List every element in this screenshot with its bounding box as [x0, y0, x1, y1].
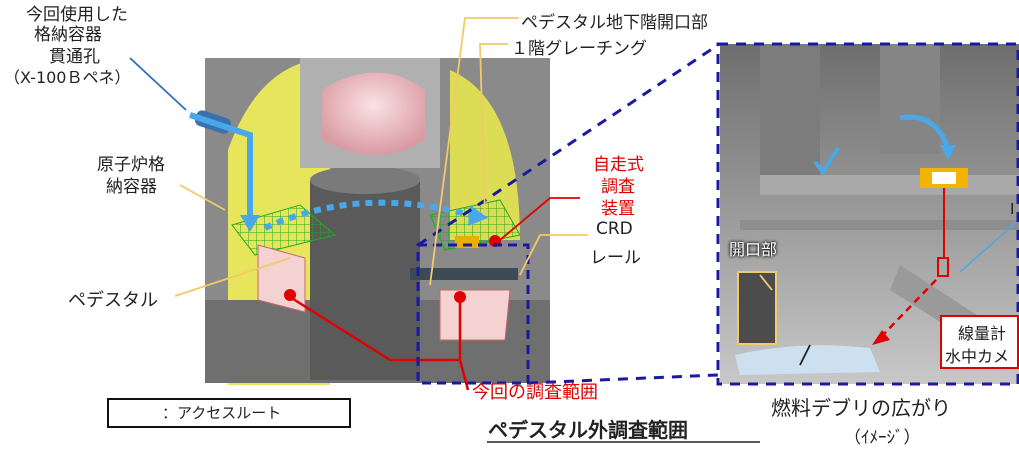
outside-scope-title: ペデスタル外調査範囲: [488, 418, 688, 442]
pcv-label-2: 納容器: [106, 177, 157, 197]
crd-label-2: レール: [590, 248, 641, 268]
inset-partial-label: I: [1010, 200, 1015, 218]
dosimeter-label-1: 線量計: [958, 324, 1007, 343]
penetration-label-2: 格納容器: [34, 25, 102, 45]
pedestal-label: ペデスタル: [68, 290, 158, 311]
image-note-label: （ｲﾒｰｼﾞ）: [844, 428, 921, 448]
legend-box: [107, 398, 351, 428]
rpv-vessel: [322, 72, 425, 155]
dosimeter-label-box: [940, 315, 1019, 369]
opening-frame: [737, 271, 777, 345]
dosimeter-label-2: 水中カメ: [945, 347, 1010, 366]
debris-spread: [735, 345, 880, 375]
grating-label: １階グレーチング: [511, 39, 647, 59]
robot-label-3: 装置: [601, 199, 635, 219]
robot-label-1: 自走式: [593, 155, 644, 175]
pedestal-opening-label: ペデスタル地下階開口部: [521, 13, 708, 33]
pedestal-cylinder: [310, 180, 420, 380]
survey-scope-line: [289, 295, 462, 362]
crd-rail: [410, 268, 518, 280]
penetration-label-4: （X-100Ｂペネ）: [4, 68, 131, 87]
legend-text: ：アクセスルート: [162, 404, 282, 422]
robot-label-2: 調査: [601, 177, 635, 197]
crd-label-1: CRD: [596, 219, 633, 239]
survey-scope-label: 今回の調査範囲: [472, 382, 598, 403]
dosimeter-icon: [937, 257, 949, 277]
access-route: [189, 112, 488, 232]
penetration-label-3: 貫通孔: [49, 47, 100, 67]
zoom-box: [416, 243, 530, 385]
pcv-label-1: 原子炉格: [97, 155, 165, 175]
survey-robot: [455, 236, 479, 248]
opening-inset-label: 開口部: [729, 240, 778, 259]
debris-label: 燃料デブリの広がり: [771, 396, 951, 420]
callout-leaders: [129, 17, 811, 366]
check-icon: [813, 146, 840, 176]
penetration-label-1: 今回使用した: [26, 5, 128, 25]
cutaway-model: [194, 58, 550, 385]
